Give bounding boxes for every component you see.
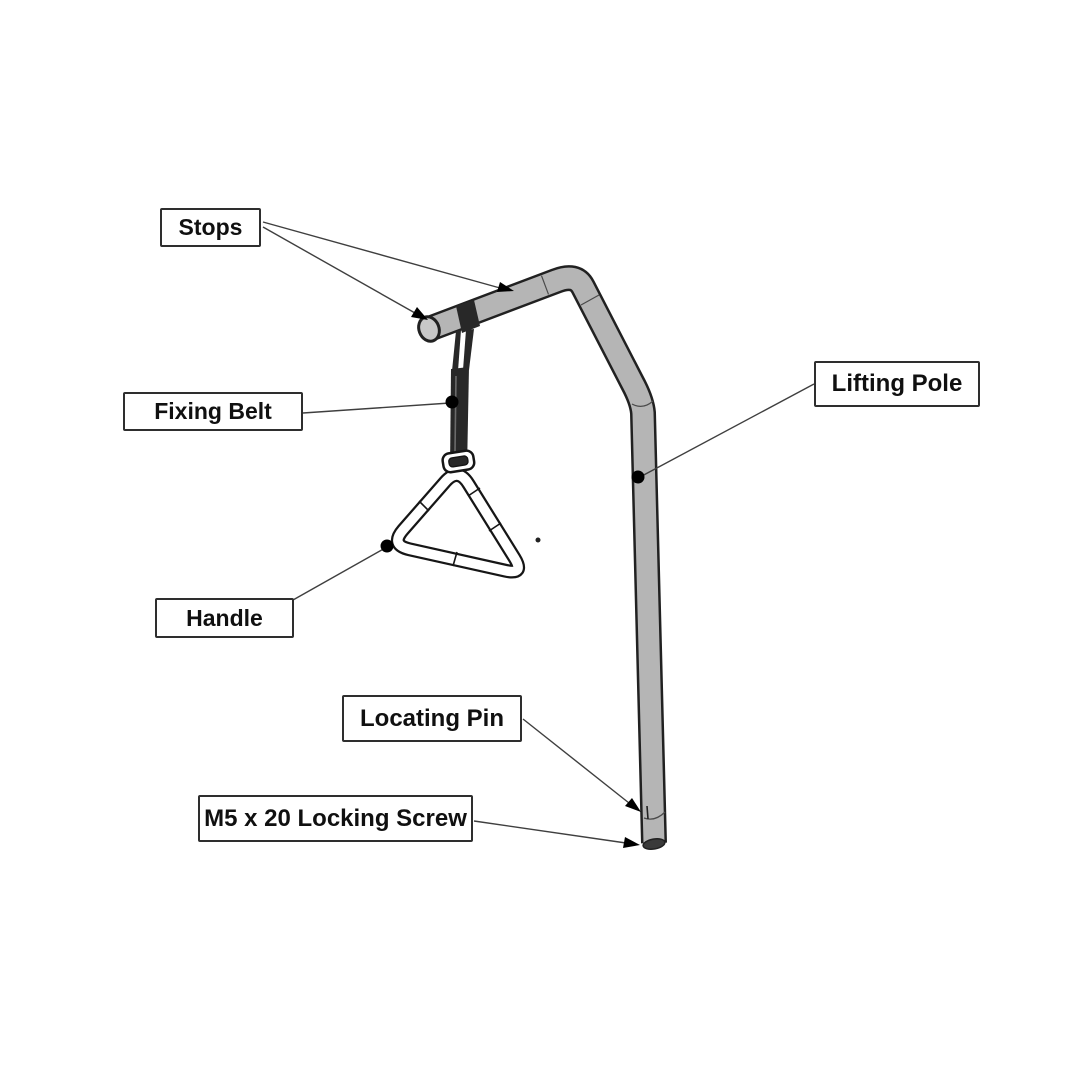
label-fixing-belt: Fixing Belt [123,392,303,431]
handle-joint-ticks [418,487,502,567]
belt-drawing [450,300,480,470]
dot-handle [380,539,394,553]
label-locating-pin: Locating Pin [342,695,522,742]
locating-pin-mark [646,805,649,820]
pole-seam-diagonal [580,294,600,306]
pole-joint-line [643,811,666,820]
handle-bracket [441,449,476,474]
label-handle: Handle [155,598,294,638]
leader-fixing-belt [302,402,451,414]
belt-strap-highlight [454,375,457,453]
belt-strand-right [463,329,474,370]
pole-seam-bar [540,275,550,295]
leader-lines [262,221,815,844]
stray-dot [535,537,541,543]
leader-locking-screw [473,820,627,844]
leader-locating-pin [522,718,630,804]
label-lifting-pole: Lifting Pole [814,361,980,407]
pole-seam-upright [631,400,654,407]
belt-strand-left [452,330,461,371]
handle-bracket-slot [448,455,469,468]
label-stops: Stops [160,208,261,247]
dot-lifting-pole [631,470,645,484]
dot-fixing-belt [445,395,459,409]
label-locking-screw: M5 x 20 Locking Screw [198,795,473,842]
arrowhead-locking-screw [623,837,640,848]
arrowhead-stops-upper [497,282,514,292]
leader-stops-lower [262,226,416,314]
handle-drawing [390,449,526,579]
leader-markers [380,282,645,848]
arrowhead-stops-lower [411,307,428,320]
arrowhead-locating-pin [625,798,641,812]
pole-drawing [417,265,667,851]
pole-tube-fill [425,267,665,844]
leader-handle [292,546,388,601]
handle-tube-fill [393,470,523,577]
leader-lifting-pole [639,383,815,478]
pole-bottom-cap [642,837,666,851]
belt-wrap [456,300,480,333]
leader-stops-upper [262,221,501,289]
